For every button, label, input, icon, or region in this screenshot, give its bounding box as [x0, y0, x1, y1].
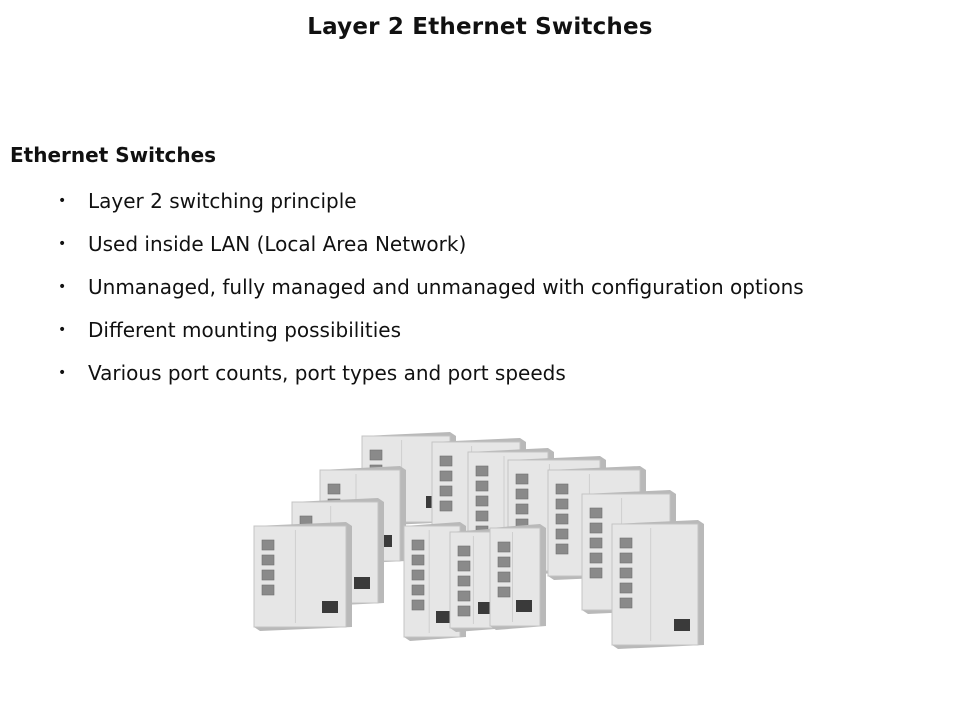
bullet-item: • Layer 2 switching principle: [58, 184, 953, 227]
rj45-port: [439, 470, 453, 482]
section-heading: Ethernet Switches: [10, 143, 217, 167]
rj45-port: [369, 449, 383, 461]
rj45-port: [457, 605, 471, 617]
switch-module: [489, 527, 541, 627]
bullet-item: • Used inside LAN (Local Area Network): [58, 227, 953, 270]
rj45-port: [515, 488, 529, 500]
rj45-port: [475, 480, 489, 492]
rj45-port: [619, 567, 633, 579]
rj45-port: [555, 543, 569, 555]
terminal-connector: [674, 619, 690, 631]
rj45-port: [589, 507, 603, 519]
rj45-port: [439, 485, 453, 497]
rj45-port: [589, 522, 603, 534]
bullet-text: Unmanaged, fully managed and unmanaged w…: [88, 275, 804, 299]
rj45-port: [457, 560, 471, 572]
ethernet-switches-image: [253, 432, 704, 649]
terminal-connector: [516, 600, 532, 612]
rj45-port: [475, 465, 489, 477]
rj45-port: [457, 545, 471, 557]
bullet-text: Used inside LAN (Local Area Network): [88, 232, 467, 256]
rj45-port: [411, 554, 425, 566]
rj45-port: [261, 569, 275, 581]
bullet-dot-icon: •: [58, 193, 67, 209]
rj45-port: [457, 590, 471, 602]
bullet-text: Different mounting possibilities: [88, 318, 402, 342]
rj45-port: [589, 537, 603, 549]
rj45-port: [619, 537, 633, 549]
rj45-port: [555, 513, 569, 525]
terminal-connector: [322, 601, 338, 613]
rj45-port: [515, 473, 529, 485]
rj45-port: [475, 495, 489, 507]
bullet-dot-icon: •: [58, 322, 67, 338]
rj45-port: [497, 586, 511, 598]
rj45-port: [555, 498, 569, 510]
rj45-port: [411, 599, 425, 611]
rj45-port: [261, 539, 275, 551]
rj45-port: [411, 584, 425, 596]
bullet-text: Layer 2 switching principle: [88, 189, 357, 213]
rj45-port: [261, 554, 275, 566]
rj45-port: [261, 584, 275, 596]
bullet-item: • Various port counts, port types and po…: [58, 356, 953, 399]
rj45-port: [555, 528, 569, 540]
rj45-port: [589, 567, 603, 579]
rj45-port: [411, 569, 425, 581]
rj45-port: [619, 582, 633, 594]
terminal-connector: [354, 577, 370, 589]
rj45-port: [497, 556, 511, 568]
bullet-dot-icon: •: [58, 279, 67, 295]
rj45-port: [515, 503, 529, 515]
slide-title: Layer 2 Ethernet Switches: [307, 14, 653, 40]
bullet-dot-icon: •: [58, 236, 67, 252]
bullet-text: Various port counts, port types and port…: [88, 361, 566, 385]
rj45-port: [439, 455, 453, 467]
rj45-port: [411, 539, 425, 551]
bullet-list: • Layer 2 switching principle • Used ins…: [58, 184, 953, 399]
rj45-port: [497, 541, 511, 553]
rj45-port: [497, 571, 511, 583]
rj45-port: [555, 483, 569, 495]
terminal-connector: [436, 611, 452, 623]
bullet-item: • Unmanaged, fully managed and unmanaged…: [58, 270, 953, 313]
rj45-port: [589, 552, 603, 564]
rj45-port: [439, 500, 453, 512]
bullet-item: • Different mounting possibilities: [58, 313, 953, 356]
bullet-dot-icon: •: [58, 365, 67, 381]
rj45-port: [327, 483, 341, 495]
rj45-port: [457, 575, 471, 587]
rj45-port: [475, 510, 489, 522]
rj45-port: [619, 597, 633, 609]
rj45-port: [619, 552, 633, 564]
